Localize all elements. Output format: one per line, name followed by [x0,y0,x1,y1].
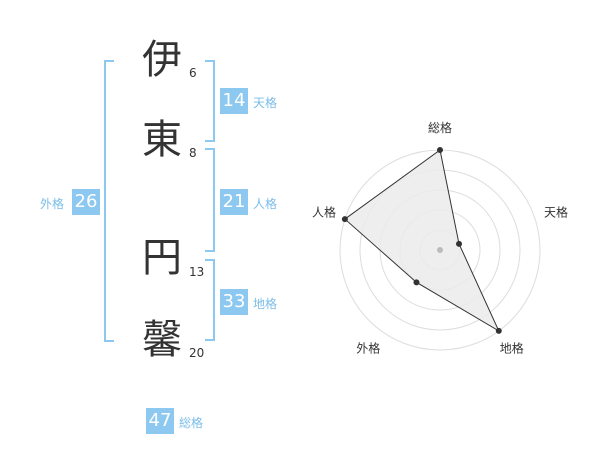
tenkaku-value: 14 [220,88,248,114]
radar-axis-label: 総格 [428,120,452,135]
jinkaku-bracket [205,148,215,252]
radar-axis-label: 地格 [500,341,524,356]
stroke-count-2: 8 [189,146,197,160]
gaikaku-bracket [104,60,114,342]
radar-point [456,240,463,247]
jinkaku-label: 人格 [253,197,278,211]
chikaku-value: 33 [220,289,248,315]
radar-center [437,247,443,253]
name-char-1: 伊 [142,37,182,83]
soukaku-label: 総格 [179,416,204,430]
stroke-count-1: 6 [189,66,197,80]
name-char-2: 東 [142,117,182,163]
radar-axis-label: 人格 [312,204,336,219]
chikaku-bracket [205,259,215,341]
radar-axis-label: 天格 [544,204,568,219]
soukaku-value: 47 [146,408,174,434]
radar-point [413,279,420,286]
stroke-count-3: 13 [189,265,205,279]
chikaku-label: 地格 [253,297,278,311]
radar-area [344,149,500,333]
name-char-3: 円 [142,235,182,281]
tenkaku-bracket [205,60,215,142]
jinkaku-value: 21 [220,189,248,215]
stroke-count-4: 20 [189,346,205,360]
gaikaku-label: 外格 [40,197,65,211]
radar-axis-label: 外格 [356,341,380,356]
radar-point [341,216,348,223]
radar-point [437,147,443,153]
radar-point [495,327,502,334]
name-char-4: 馨 [142,317,182,363]
gaikaku-value: 26 [72,189,100,215]
tenkaku-label: 天格 [253,96,278,110]
